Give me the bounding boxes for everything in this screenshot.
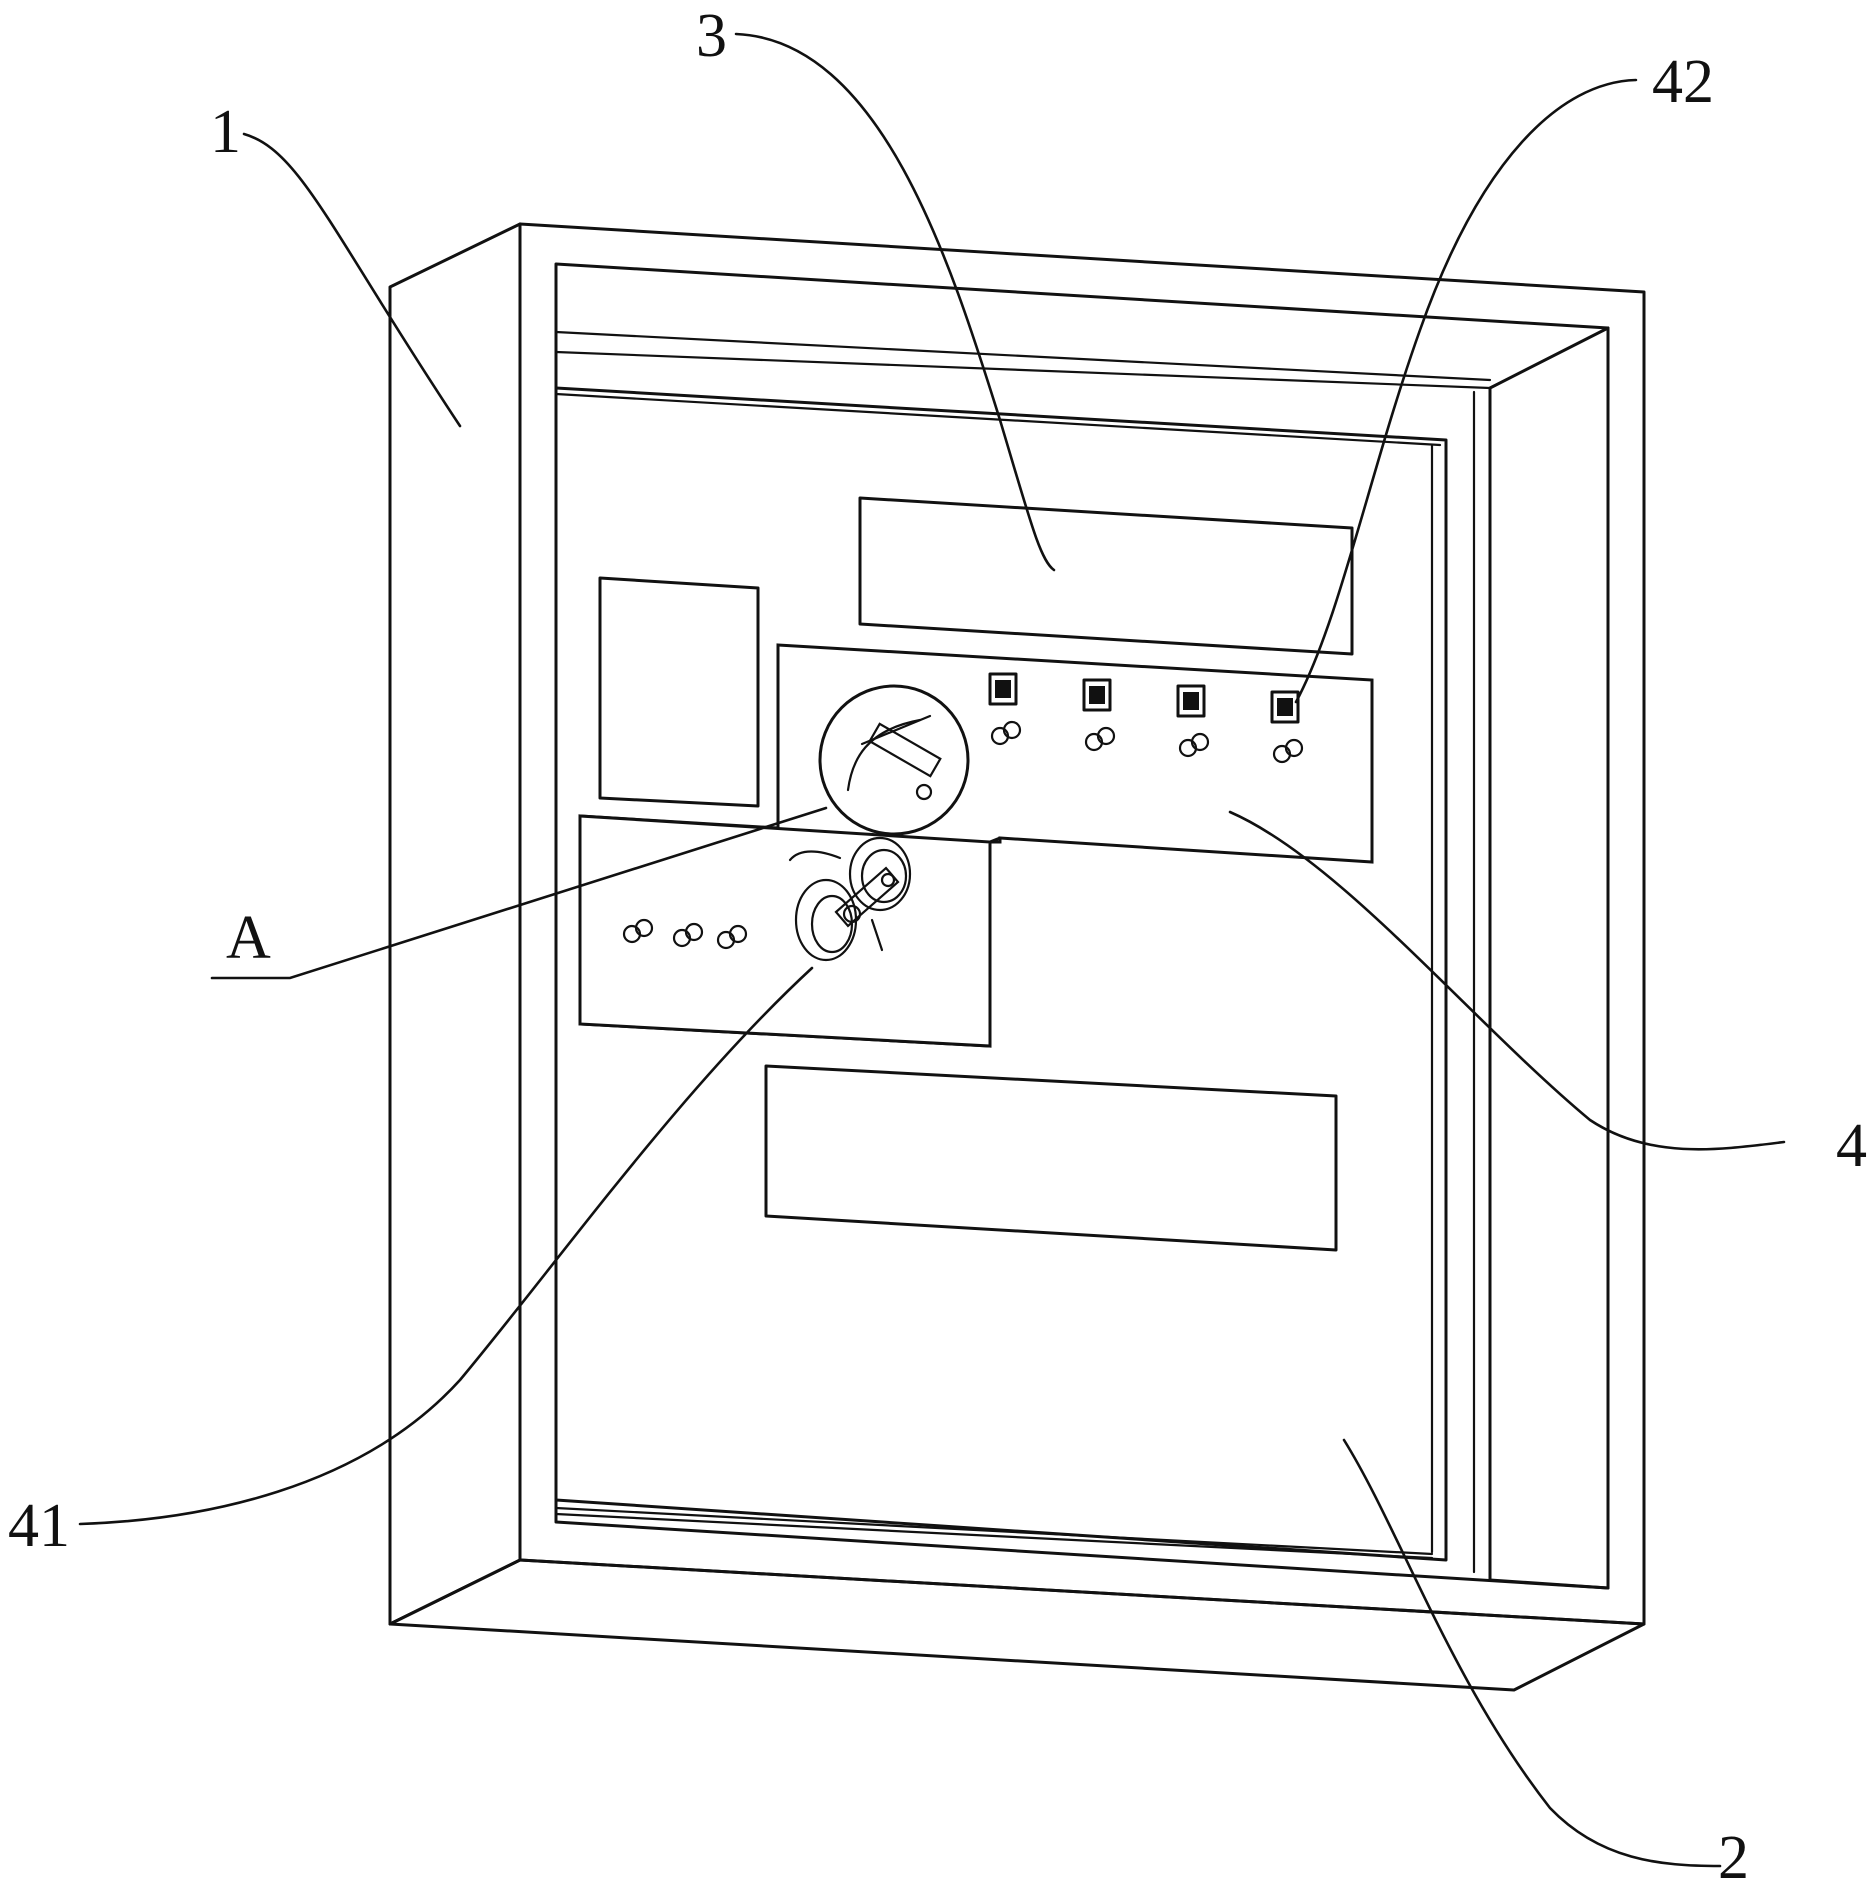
display-window-top xyxy=(860,498,1352,654)
leader-4 xyxy=(1230,812,1784,1149)
indicator-fill-3 xyxy=(1183,692,1199,710)
indicator-fill-1 xyxy=(995,680,1011,698)
cabinet-left-side xyxy=(390,224,520,1624)
inner-top-edge-1 xyxy=(556,332,1490,380)
label-3: 3 xyxy=(696,2,727,70)
leader-1 xyxy=(244,134,460,426)
door-edge-top xyxy=(556,394,1440,445)
indicator-fill-2 xyxy=(1089,686,1105,704)
leader-42 xyxy=(1296,80,1636,702)
door-edge-bottom-2 xyxy=(556,1514,1432,1558)
label-1: 1 xyxy=(210,98,241,166)
label-2: 2 xyxy=(1718,1824,1749,1878)
indicator-fill-4 xyxy=(1277,698,1293,716)
leader-41 xyxy=(80,968,812,1524)
control-panel-lower-left xyxy=(580,816,990,1046)
label-42: 42 xyxy=(1652,48,1714,116)
label-a: A xyxy=(226,904,271,972)
display-window-bottom xyxy=(766,1066,1336,1250)
detail-circle-a xyxy=(820,686,968,834)
leader-2 xyxy=(1344,1440,1720,1866)
cabinet-body xyxy=(390,224,1644,1690)
cabinet-inner-right-wall xyxy=(1490,328,1608,1588)
label-4: 4 xyxy=(1836,1112,1867,1180)
inner-top-edge-2 xyxy=(556,352,1490,388)
label-41: 41 xyxy=(8,1492,70,1560)
leader-3 xyxy=(736,34,1054,570)
side-window xyxy=(600,578,758,806)
